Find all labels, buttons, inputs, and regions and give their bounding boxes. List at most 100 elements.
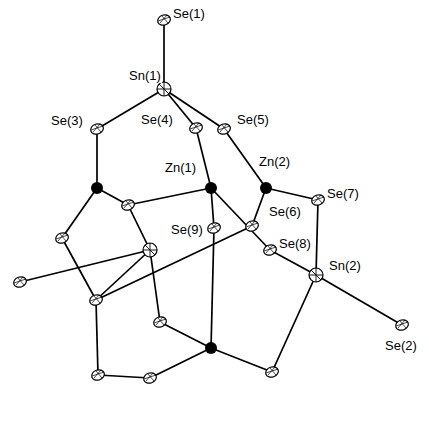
se-atom-ellipsoid <box>262 243 278 257</box>
bond <box>62 188 97 238</box>
bond <box>211 188 270 250</box>
ellipsoid-hatch <box>312 195 324 203</box>
ellipsoid-axes <box>143 243 157 257</box>
bond <box>98 375 150 378</box>
se-atom-ellipsoid <box>264 365 280 379</box>
ellipsoid-hatch <box>208 223 220 231</box>
ellipsoid-hatch <box>56 233 68 241</box>
atom-label: Se(9) <box>170 222 204 237</box>
bond <box>96 129 98 188</box>
ellipsoid-hatch <box>396 320 408 328</box>
atom-label: Se(2) <box>384 338 418 353</box>
bond <box>62 238 96 300</box>
atom-label: Sn(2) <box>328 258 362 273</box>
se-atom <box>12 275 28 289</box>
atom-label: Sn(1) <box>128 68 162 83</box>
ellipsoid-hatch <box>122 200 134 208</box>
se-atom-ellipsoid <box>216 122 232 136</box>
se-atom <box>54 231 70 245</box>
se-atom-ellipsoid <box>120 198 136 212</box>
se-atom <box>152 315 168 329</box>
se-atom-ellipsoid <box>206 221 222 235</box>
se-atom <box>156 13 172 27</box>
bond <box>128 188 211 205</box>
ellipsoid-axes <box>309 268 323 282</box>
ellipsoid-hatch <box>14 277 26 285</box>
atom-label: Se(4) <box>140 112 174 127</box>
se-atom-ellipsoid <box>89 122 105 136</box>
se-atom <box>394 318 410 332</box>
ellipsoid-axes <box>157 82 171 96</box>
bond <box>211 228 214 348</box>
se-atom-ellipsoid <box>394 318 410 332</box>
bond <box>196 128 211 188</box>
se-atom <box>310 193 326 207</box>
bond <box>160 322 211 348</box>
bond <box>211 348 272 372</box>
se-atom-ellipsoid <box>54 231 70 245</box>
bond <box>96 250 150 300</box>
zn-atom <box>205 182 217 194</box>
atom-label: Se(5) <box>236 112 270 127</box>
se-atom <box>142 371 158 385</box>
bond <box>272 275 316 372</box>
se-atom <box>206 221 222 235</box>
sn-atom-ellipsoid <box>309 268 323 282</box>
ellipsoid-hatch <box>264 245 276 253</box>
bond <box>266 188 318 200</box>
ellipsoid-hatch <box>91 124 103 132</box>
sn-atom-ellipsoid <box>143 243 157 257</box>
atom-label: Se(8) <box>278 236 312 251</box>
ellipsoid-hatch <box>154 317 166 325</box>
se-atom <box>88 293 104 307</box>
zn-atom-ellipsoid <box>260 182 272 194</box>
atom-label: Se(7) <box>326 186 360 201</box>
zn-atom-ellipsoid <box>205 342 217 354</box>
se-atom-ellipsoid <box>90 368 106 382</box>
atom-label: Zn(2) <box>258 154 291 169</box>
se-atom-ellipsoid <box>88 293 104 307</box>
bond <box>150 348 211 378</box>
bond <box>96 226 252 300</box>
bond <box>211 188 214 228</box>
zn-atom-ellipsoid <box>91 182 103 194</box>
atom-label: Se(3) <box>50 113 84 128</box>
se-atom-ellipsoid <box>152 315 168 329</box>
se-atom <box>188 121 204 135</box>
se-atom <box>264 365 280 379</box>
ellipsoid-hatch <box>190 123 202 131</box>
ellipsoid-hatch <box>90 295 102 303</box>
sn-atom <box>157 82 171 96</box>
atom-label: Se(6) <box>268 204 302 219</box>
ellipsoid-hatch <box>158 15 170 23</box>
zn-atom-ellipsoid <box>205 182 217 194</box>
bond <box>163 20 165 89</box>
bond <box>316 275 402 325</box>
se-atom <box>89 122 105 136</box>
atoms <box>12 13 410 385</box>
se-atom-ellipsoid <box>244 219 260 233</box>
ellipsoid-hatch <box>246 221 258 229</box>
se-atom-ellipsoid <box>12 275 28 289</box>
zn-atom <box>260 182 272 194</box>
se-atom <box>244 219 260 233</box>
zn-atom <box>91 182 103 194</box>
se-atom <box>90 368 106 382</box>
se-atom-ellipsoid <box>310 193 326 207</box>
se-atom <box>120 198 136 212</box>
se-atom-ellipsoid <box>142 371 158 385</box>
ellipsoid-hatch <box>266 367 278 375</box>
bond <box>96 300 98 375</box>
sn-atom <box>143 243 157 257</box>
se-atom-ellipsoid <box>188 121 204 135</box>
sn-atom <box>309 268 323 282</box>
atom-label: Se(1) <box>172 6 206 21</box>
se-atom <box>262 243 278 257</box>
se-atom-ellipsoid <box>156 13 172 27</box>
bond <box>150 250 160 322</box>
atom-label: Zn(1) <box>164 160 197 175</box>
ellipsoid-hatch <box>92 370 104 378</box>
bonds <box>20 20 402 378</box>
se-atom <box>216 122 232 136</box>
bond <box>270 250 316 275</box>
